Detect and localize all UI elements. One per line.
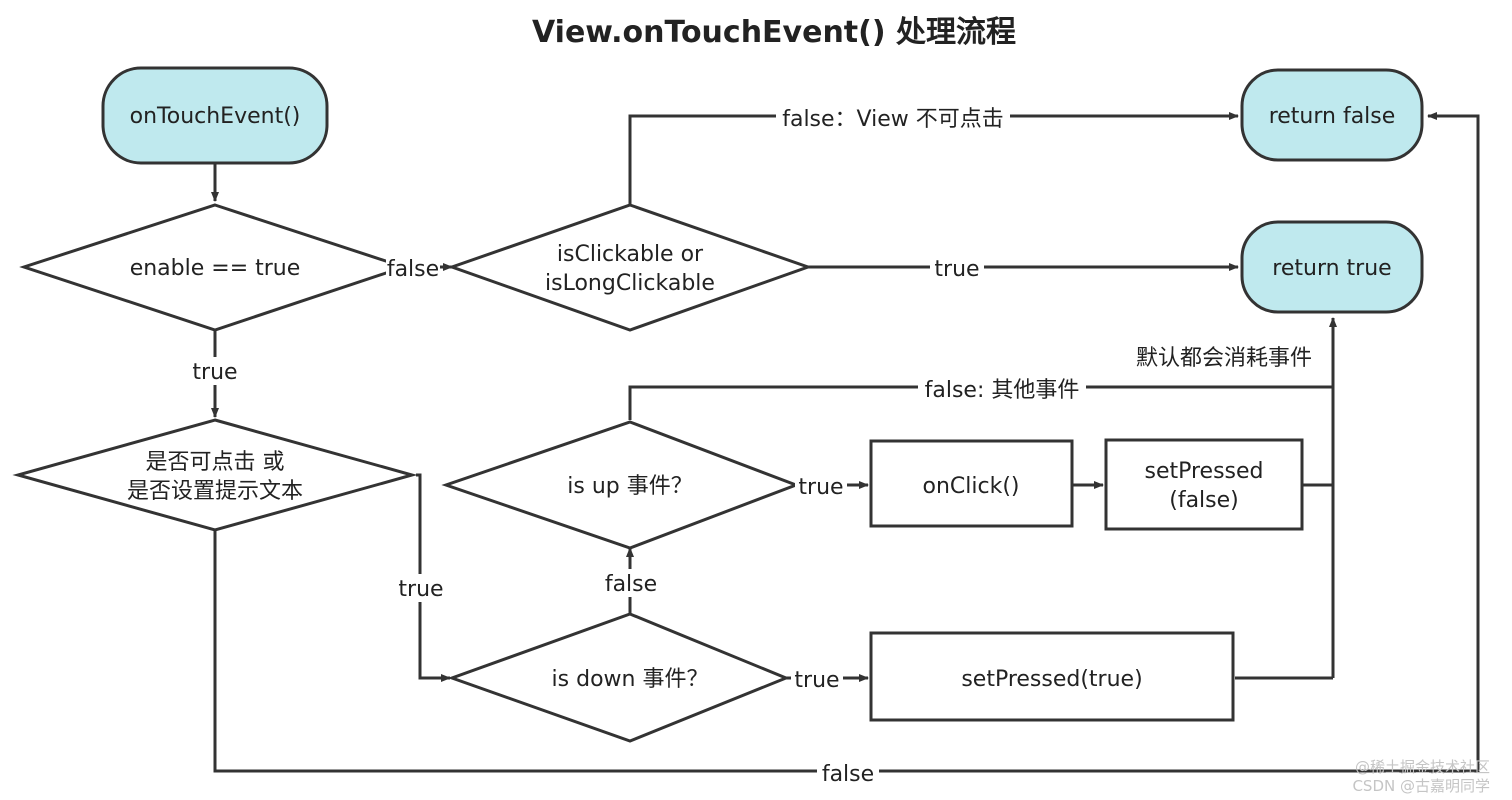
setpressed-true-label: setPressed(true) xyxy=(961,667,1142,692)
watermark-line1: @稀土掘金技术社区 xyxy=(1355,758,1490,776)
is-up-decision xyxy=(441,420,801,550)
clickable-label-line2: isLongClickable xyxy=(545,271,715,296)
onclick-label: onClick() xyxy=(923,474,1020,499)
tooltip-decision xyxy=(12,418,418,532)
tooltip-label-line1: 是否可点击 或 xyxy=(146,450,285,475)
watermark: @稀土掘金技术社区 CSDN @古嘉明同学 xyxy=(1352,758,1490,795)
clickable-decision xyxy=(447,203,813,332)
tooltip-label-line2: 是否设置提示文本 xyxy=(127,479,303,504)
edge-not-clickable xyxy=(628,112,1239,205)
nodes: onTouchEvent() enable == true isClickabl… xyxy=(12,66,1424,743)
clickable-label-line1: isClickable or xyxy=(557,242,704,267)
enable-decision xyxy=(19,203,409,332)
setpressed-false-process xyxy=(1104,438,1304,531)
enable-label: enable == true xyxy=(130,256,301,281)
edge-labels: false true false：View 不可点击 true true fal… xyxy=(188,102,1312,787)
edge-up-false xyxy=(628,385,1333,420)
is-down-decision xyxy=(447,612,790,743)
return-true-terminal xyxy=(1240,220,1424,314)
clickable-true-label: true xyxy=(934,257,979,282)
watermark-line2: CSDN @古嘉明同学 xyxy=(1352,777,1490,795)
return-false-label: return false xyxy=(1269,104,1396,129)
not-clickable-label: false：View 不可点击 xyxy=(782,107,1004,132)
down-false-label: false xyxy=(605,572,657,597)
is-up-label: is up 事件？ xyxy=(567,474,692,499)
enable-true-label: true xyxy=(192,360,237,385)
setpressed-true-process xyxy=(869,631,1235,722)
diagram-title: View.onTouchEvent() 处理流程 xyxy=(532,15,1016,50)
onclick-process xyxy=(869,439,1074,528)
start-label: onTouchEvent() xyxy=(130,104,301,129)
up-false-label: false: 其他事件 xyxy=(925,378,1080,403)
down-true-label: true xyxy=(794,668,839,693)
is-down-label: is down 事件？ xyxy=(552,667,709,692)
setpressed-false-label-line1: setPressed xyxy=(1144,459,1263,484)
enable-false-label: false xyxy=(387,257,439,282)
tooltip-false-label: false xyxy=(822,762,874,787)
tooltip-true-label: true xyxy=(398,577,443,602)
default-consume-annotation: 默认都会消耗事件 xyxy=(1136,346,1312,371)
return-false-terminal xyxy=(1240,68,1424,162)
up-true-label: true xyxy=(798,475,843,500)
start-terminal xyxy=(101,66,329,165)
edge-tooltip-false xyxy=(213,112,1480,773)
setpressed-false-label-line2: (false) xyxy=(1169,488,1239,513)
return-true-label: return true xyxy=(1272,256,1391,281)
